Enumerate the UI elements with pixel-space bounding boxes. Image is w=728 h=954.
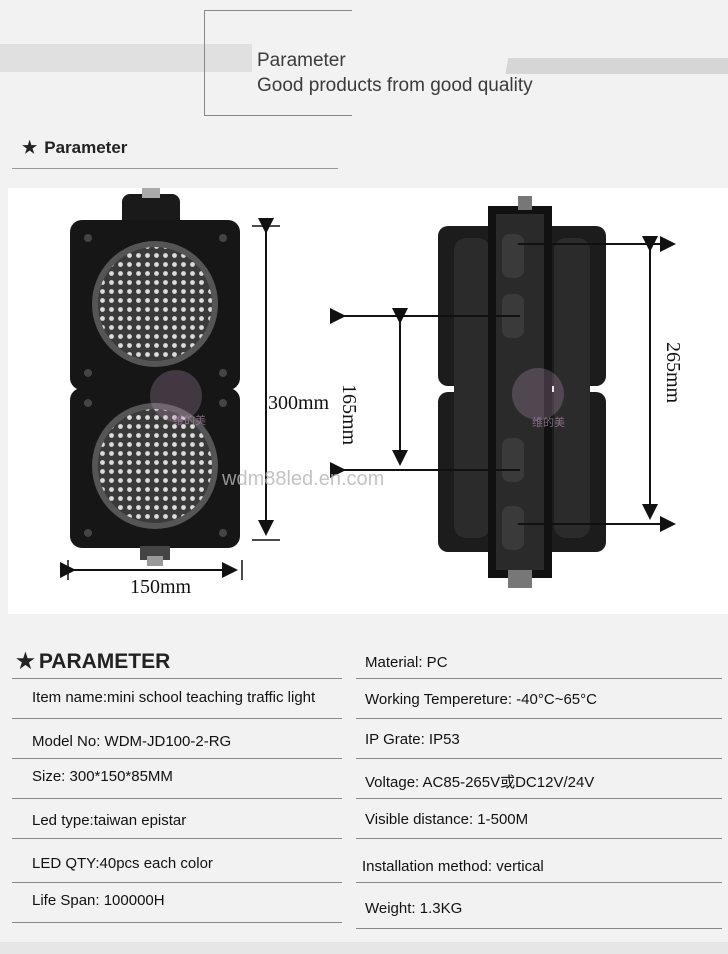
- row-divider: [356, 718, 722, 719]
- star-icon: ★: [22, 138, 38, 157]
- row-divider: [12, 882, 342, 883]
- star-icon: ★: [16, 650, 35, 673]
- height-dimension-label: 300mm: [268, 392, 330, 414]
- header-title: Parameter: [257, 50, 346, 71]
- param-voltage: Voltage: AC85-265V或DC12V/24V: [365, 774, 595, 791]
- parameter-title-text: PARAMETER: [38, 649, 171, 673]
- logo-text-front: 维的美: [173, 415, 206, 427]
- param-installation: Installation method: vertical: [362, 858, 544, 875]
- back-view: [438, 196, 606, 588]
- row-divider: [356, 928, 722, 929]
- header-band-left: [0, 44, 252, 72]
- param-weight: Weight: 1.3KG: [365, 900, 463, 917]
- header-band-right: [500, 58, 728, 74]
- mount-dimension-label: 165mm: [338, 384, 360, 446]
- row-divider: [356, 882, 722, 883]
- width-dimension-label: 150mm: [130, 576, 192, 598]
- row-divider: [12, 838, 342, 839]
- footer-band: [0, 942, 728, 954]
- param-life-span: Life Span: 100000H: [32, 892, 165, 909]
- row-divider: [12, 678, 342, 679]
- header-tagline: Good products from good quality: [257, 75, 533, 96]
- param-material: Material: PC: [365, 654, 448, 671]
- product-drawing-panel: 300mm 150mm 165mm 265mm wdm88led.en.com …: [8, 188, 728, 614]
- row-divider: [12, 798, 342, 799]
- row-divider: [356, 678, 722, 679]
- section-title-text: Parameter: [44, 138, 128, 157]
- param-model-no: Model No: WDM-JD100-2-RG: [32, 733, 232, 750]
- param-working-temp: Working Tempereture: -40°C~65°C: [365, 691, 597, 708]
- row-divider: [356, 838, 722, 839]
- param-size: Size: 300*150*85MM: [32, 768, 173, 785]
- section-underline: [12, 168, 338, 169]
- param-item-name: Item name:mini school teaching traffic l…: [32, 689, 316, 706]
- front-view: [70, 188, 240, 566]
- row-divider: [356, 758, 722, 759]
- back-dimension-label: 265mm: [662, 342, 684, 404]
- traffic-light-drawing: [60, 188, 676, 588]
- row-divider: [356, 798, 722, 799]
- parameter-title: ★ PARAMETER: [16, 649, 170, 674]
- logo-text-back: 维的美: [532, 417, 565, 429]
- row-divider: [12, 758, 342, 759]
- row-divider: [12, 922, 342, 923]
- row-divider: [12, 718, 342, 719]
- watermark-url: wdm88led.en.com: [222, 468, 385, 490]
- param-led-type: Led type:taiwan epistar: [32, 812, 187, 829]
- param-led-qty: LED QTY:40pcs each color: [32, 855, 213, 872]
- header-frame: [204, 10, 352, 116]
- param-visible-distance: Visible distance: 1-500M: [365, 811, 529, 828]
- section-title: ★ Parameter: [22, 138, 127, 158]
- param-ip-grade: IP Grate: IP53: [365, 731, 460, 748]
